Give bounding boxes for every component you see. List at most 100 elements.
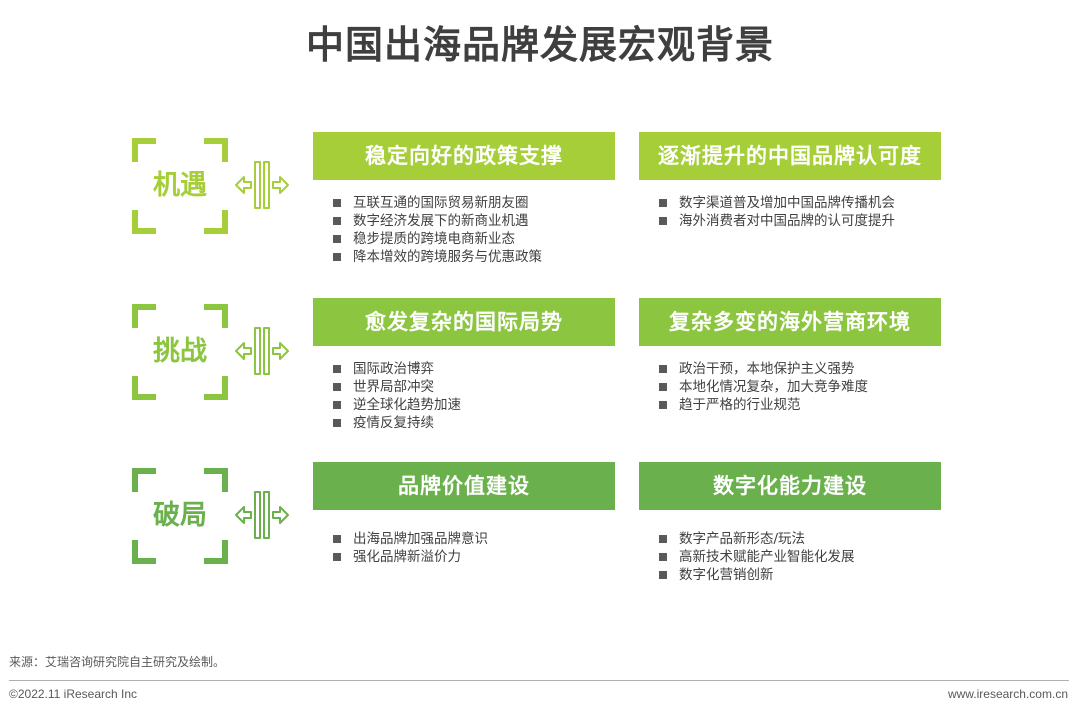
left-card-list: 互联互通的国际贸易新朋友圈数字经济发展下的新商业机遇稳步提质的跨境电商新业态降本… (313, 194, 615, 266)
square-bullet-icon (333, 199, 341, 207)
square-bullet-icon (333, 235, 341, 243)
website-link[interactable]: www.iresearch.com.cn (947, 687, 1068, 701)
list-item: 数字化营销创新 (657, 566, 941, 584)
list-item-text: 高新技术赋能产业智能化发展 (679, 549, 855, 565)
bidirectional-arrow-icon (235, 161, 289, 209)
corner-bottom-right (204, 210, 228, 234)
list-item-text: 疫情反复持续 (353, 415, 434, 431)
source-note: 来源：艾瑞咨询研究院自主研究及绘制。 (9, 655, 226, 669)
bracket-frame-icon: 机遇 (132, 138, 228, 234)
theme-row: 挑战 愈发复杂的国际局势 国际政治博弈世界局部冲突逆全球化趋势加速疫情反复持续 … (0, 298, 1080, 448)
list-item-text: 海外消费者对中国品牌的认可度提升 (679, 213, 895, 229)
right-card: 复杂多变的海外营商环境 政治干预，本地保护主义强势本地化情况复杂，加大竞争难度趋… (639, 298, 941, 414)
list-item: 互联互通的国际贸易新朋友圈 (331, 194, 615, 212)
left-card: 品牌价值建设 出海品牌加强品牌意识强化品牌新溢价力 (313, 462, 615, 566)
row-label: 机遇 (153, 170, 207, 201)
list-item-text: 出海品牌加强品牌意识 (353, 531, 488, 547)
bidirectional-arrow-icon (235, 491, 289, 539)
square-bullet-icon (333, 401, 341, 409)
square-bullet-icon (659, 217, 667, 225)
right-card-title: 数字化能力建设 (639, 462, 941, 510)
left-card-title: 品牌价值建设 (313, 462, 615, 510)
right-card: 逐渐提升的中国品牌认可度 数字渠道普及增加中国品牌传播机会海外消费者对中国品牌的… (639, 132, 941, 230)
list-item: 国际政治博弈 (331, 360, 615, 378)
corner-top-left (132, 468, 156, 492)
list-item: 趋于严格的行业规范 (657, 396, 941, 414)
square-bullet-icon (333, 217, 341, 225)
list-item-text: 稳步提质的跨境电商新业态 (353, 231, 515, 247)
footer-divider (9, 680, 1069, 681)
corner-bottom-left (132, 376, 156, 400)
list-item-text: 数字产品新形态/玩法 (679, 531, 806, 547)
square-bullet-icon (333, 419, 341, 427)
list-item: 数字渠道普及增加中国品牌传播机会 (657, 194, 941, 212)
list-item-text: 世界局部冲突 (353, 379, 434, 395)
bracket-frame-icon: 破局 (132, 468, 228, 564)
square-bullet-icon (659, 365, 667, 373)
list-item-text: 本地化情况复杂，加大竞争难度 (679, 379, 868, 395)
square-bullet-icon (659, 199, 667, 207)
right-card-list: 数字产品新形态/玩法高新技术赋能产业智能化发展数字化营销创新 (639, 530, 941, 584)
list-item-text: 降本增效的跨境服务与优惠政策 (353, 249, 542, 265)
corner-bottom-left (132, 210, 156, 234)
list-item: 政治干预，本地保护主义强势 (657, 360, 941, 378)
list-item: 本地化情况复杂，加大竞争难度 (657, 378, 941, 396)
list-item-text: 数字化营销创新 (679, 567, 774, 583)
square-bullet-icon (333, 383, 341, 391)
square-bullet-icon (333, 535, 341, 543)
corner-top-right (204, 468, 228, 492)
list-item-text: 趋于严格的行业规范 (679, 397, 801, 413)
list-item-text: 数字经济发展下的新商业机遇 (353, 213, 529, 229)
right-card-list: 数字渠道普及增加中国品牌传播机会海外消费者对中国品牌的认可度提升 (639, 194, 941, 230)
left-card: 稳定向好的政策支撑 互联互通的国际贸易新朋友圈数字经济发展下的新商业机遇稳步提质… (313, 132, 615, 266)
list-item-text: 数字渠道普及增加中国品牌传播机会 (679, 195, 895, 211)
square-bullet-icon (659, 535, 667, 543)
left-card-title: 稳定向好的政策支撑 (313, 132, 615, 180)
list-item: 出海品牌加强品牌意识 (331, 530, 615, 548)
bracket-frame-icon: 挑战 (132, 304, 228, 400)
left-card-title: 愈发复杂的国际局势 (313, 298, 615, 346)
list-item: 高新技术赋能产业智能化发展 (657, 548, 941, 566)
corner-bottom-right (204, 376, 228, 400)
left-card-list: 出海品牌加强品牌意识强化品牌新溢价力 (313, 530, 615, 566)
square-bullet-icon (333, 553, 341, 561)
list-item: 逆全球化趋势加速 (331, 396, 615, 414)
bidirectional-arrow-icon (235, 327, 289, 375)
list-item: 稳步提质的跨境电商新业态 (331, 230, 615, 248)
corner-top-right (204, 304, 228, 328)
left-card-list: 国际政治博弈世界局部冲突逆全球化趋势加速疫情反复持续 (313, 360, 615, 432)
list-item: 疫情反复持续 (331, 414, 615, 432)
list-item-text: 互联互通的国际贸易新朋友圈 (353, 195, 529, 211)
list-item-text: 国际政治博弈 (353, 361, 434, 377)
list-item-text: 强化品牌新溢价力 (353, 549, 461, 565)
list-item: 海外消费者对中国品牌的认可度提升 (657, 212, 941, 230)
page-title: 中国出海品牌发展宏观背景 (305, 23, 774, 67)
copyright: ©2022.11 iResearch Inc (9, 687, 138, 701)
corner-top-left (132, 304, 156, 328)
corner-top-right (204, 138, 228, 162)
square-bullet-icon (333, 253, 341, 261)
list-item-text: 逆全球化趋势加速 (353, 397, 461, 413)
right-card-title: 复杂多变的海外营商环境 (639, 298, 941, 346)
theme-row: 破局 品牌价值建设 出海品牌加强品牌意识强化品牌新溢价力 数字化能力建设 数字产… (0, 462, 1080, 612)
list-item: 数字经济发展下的新商业机遇 (331, 212, 615, 230)
list-item: 强化品牌新溢价力 (331, 548, 615, 566)
list-item: 世界局部冲突 (331, 378, 615, 396)
corner-bottom-left (132, 540, 156, 564)
corner-bottom-right (204, 540, 228, 564)
list-item-text: 政治干预，本地保护主义强势 (679, 361, 855, 377)
right-card-title: 逐渐提升的中国品牌认可度 (639, 132, 941, 180)
list-item: 数字产品新形态/玩法 (657, 530, 941, 548)
right-card-list: 政治干预，本地保护主义强势本地化情况复杂，加大竞争难度趋于严格的行业规范 (639, 360, 941, 414)
row-label: 破局 (153, 500, 207, 531)
row-label: 挑战 (153, 336, 207, 367)
right-card: 数字化能力建设 数字产品新形态/玩法高新技术赋能产业智能化发展数字化营销创新 (639, 462, 941, 584)
list-item: 降本增效的跨境服务与优惠政策 (331, 248, 615, 266)
corner-top-left (132, 138, 156, 162)
square-bullet-icon (659, 571, 667, 579)
square-bullet-icon (333, 365, 341, 373)
square-bullet-icon (659, 553, 667, 561)
theme-row: 机遇 稳定向好的政策支撑 互联互通的国际贸易新朋友圈数字经济发展下的新商业机遇稳… (0, 132, 1080, 282)
square-bullet-icon (659, 383, 667, 391)
square-bullet-icon (659, 401, 667, 409)
